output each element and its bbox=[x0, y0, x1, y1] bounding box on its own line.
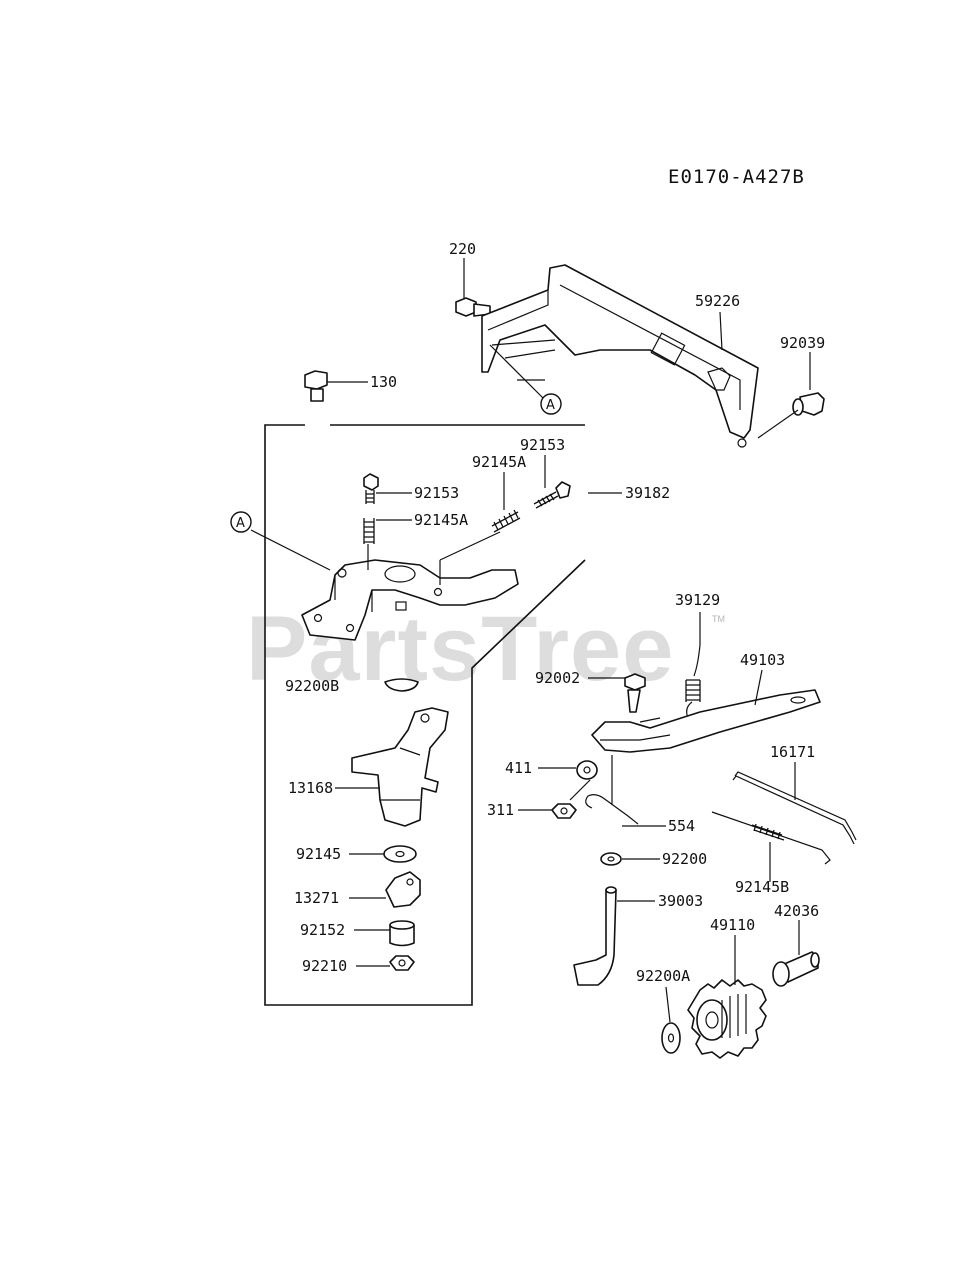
part-16171-rod[interactable] bbox=[732, 762, 857, 845]
part-92145b-spring[interactable] bbox=[711, 811, 831, 882]
part-92145a-spring[interactable] bbox=[363, 518, 412, 544]
label-92145a-top[interactable]: 92145A bbox=[472, 453, 526, 471]
label-16171[interactable]: 16171 bbox=[770, 743, 815, 761]
part-control-bracket[interactable] bbox=[301, 531, 519, 641]
part-42036-pin[interactable] bbox=[772, 920, 820, 987]
label-130[interactable]: 130 bbox=[370, 373, 397, 391]
part-92153-top-bolt[interactable] bbox=[533, 455, 571, 509]
part-92200b-washer[interactable] bbox=[384, 678, 419, 692]
label-39182[interactable]: 39182 bbox=[625, 484, 670, 502]
ref-callout-a-left: A bbox=[230, 511, 331, 571]
part-554-clip[interactable] bbox=[585, 794, 666, 827]
label-59226[interactable]: 59226 bbox=[695, 292, 740, 310]
label-92152[interactable]: 92152 bbox=[300, 921, 345, 939]
label-92200[interactable]: 92200 bbox=[662, 850, 707, 868]
part-92002-bolt[interactable] bbox=[588, 673, 646, 713]
part-92145a-top-spring[interactable] bbox=[491, 472, 521, 533]
part-39129-spring[interactable] bbox=[685, 612, 701, 719]
label-13168[interactable]: 13168 bbox=[288, 779, 333, 797]
label-92145a[interactable]: 92145A bbox=[414, 511, 468, 529]
label-92200a[interactable]: 92200A bbox=[636, 967, 690, 985]
group-frame bbox=[264, 424, 586, 1006]
part-59226-cover-plate[interactable] bbox=[481, 264, 759, 448]
watermark-trademark: TM bbox=[712, 614, 725, 624]
part-92210-nut[interactable] bbox=[356, 955, 415, 971]
ref-a-top-text: A bbox=[546, 398, 555, 413]
label-554[interactable]: 554 bbox=[668, 817, 695, 835]
part-39003-shaft[interactable] bbox=[573, 886, 655, 986]
label-49103[interactable]: 49103 bbox=[740, 651, 785, 669]
part-311-nut[interactable] bbox=[518, 803, 577, 819]
label-92153[interactable]: 92153 bbox=[414, 484, 459, 502]
label-42036[interactable]: 42036 bbox=[774, 902, 819, 920]
part-220-bolt[interactable] bbox=[455, 258, 491, 317]
label-92002[interactable]: 92002 bbox=[535, 669, 580, 687]
ref-callout-a-top: A bbox=[489, 344, 562, 415]
part-13271-cam[interactable] bbox=[349, 871, 421, 908]
label-92153-top[interactable]: 92153 bbox=[520, 436, 565, 454]
part-92039-stud[interactable] bbox=[757, 352, 825, 439]
part-92200a-washer[interactable] bbox=[661, 986, 681, 1054]
part-92145-washer[interactable] bbox=[349, 845, 417, 863]
ref-a-left-text: A bbox=[236, 516, 245, 531]
label-92039[interactable]: 92039 bbox=[780, 334, 825, 352]
label-92145b[interactable]: 92145B bbox=[735, 878, 789, 896]
label-92200b[interactable]: 92200B bbox=[285, 677, 339, 695]
part-130-bolt[interactable] bbox=[304, 370, 368, 402]
label-39003[interactable]: 39003 bbox=[658, 892, 703, 910]
part-49110-gear[interactable] bbox=[687, 935, 767, 1059]
part-411-washer[interactable] bbox=[538, 760, 598, 780]
label-411[interactable]: 411 bbox=[505, 759, 532, 777]
label-13271[interactable]: 13271 bbox=[294, 889, 339, 907]
label-220[interactable]: 220 bbox=[449, 240, 476, 258]
drawing-code: E0170-A427B bbox=[668, 166, 805, 188]
label-49110[interactable]: 49110 bbox=[710, 916, 755, 934]
part-92153-bolt[interactable] bbox=[363, 473, 412, 504]
part-92152-collar[interactable] bbox=[354, 920, 415, 947]
part-49103-governor-lever[interactable] bbox=[591, 669, 821, 753]
label-39129[interactable]: 39129 bbox=[675, 591, 720, 609]
label-311[interactable]: 311 bbox=[487, 801, 514, 819]
label-92145[interactable]: 92145 bbox=[296, 845, 341, 863]
part-92200-washer[interactable] bbox=[600, 852, 660, 866]
part-13168-lever-plate[interactable] bbox=[335, 707, 449, 827]
label-92210[interactable]: 92210 bbox=[302, 957, 347, 975]
